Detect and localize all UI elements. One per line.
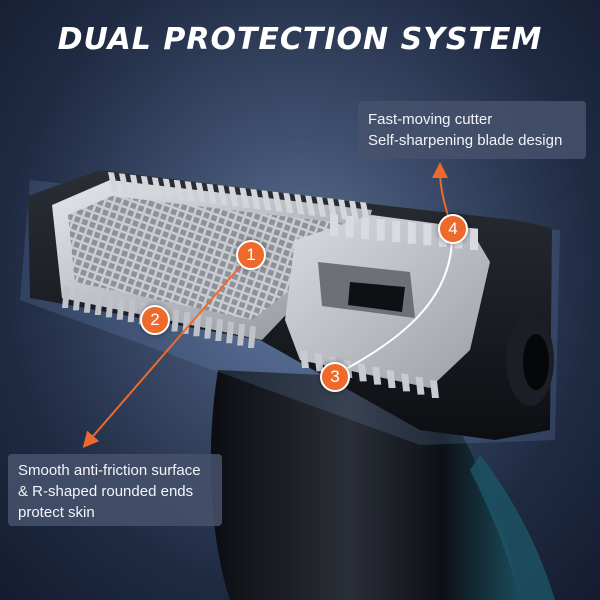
comb-tooth bbox=[162, 178, 173, 199]
comb-tooth bbox=[272, 191, 283, 212]
callout-cutter-line-2: Self-sharpening blade design bbox=[368, 132, 563, 149]
marker-3: 3 bbox=[320, 362, 350, 392]
comb-tooth bbox=[237, 323, 246, 346]
callout-cutter-line-1: Fast-moving cutter bbox=[368, 111, 493, 128]
comb-tooth bbox=[305, 195, 316, 216]
comb-tooth bbox=[226, 321, 235, 344]
comb-tooth bbox=[386, 370, 396, 388]
comb-tooth bbox=[345, 215, 354, 238]
comb-tooth bbox=[206, 183, 217, 204]
comb-tooth bbox=[261, 190, 272, 211]
comb-tooth bbox=[151, 177, 162, 198]
comb-tooth bbox=[327, 198, 338, 219]
comb-tooth bbox=[294, 194, 305, 215]
comb-tooth bbox=[182, 311, 191, 334]
comb-tooth bbox=[215, 318, 224, 341]
comb-tooth bbox=[300, 350, 309, 368]
comb-tooth bbox=[129, 174, 140, 195]
comb-tooth bbox=[140, 175, 151, 196]
comb-tooth bbox=[217, 185, 228, 206]
comb-tooth bbox=[392, 220, 401, 243]
comb-tooth bbox=[173, 179, 184, 200]
comb-tooth bbox=[83, 290, 92, 313]
guard-mesh bbox=[68, 196, 350, 320]
callout-surface-line-1: Smooth anti-friction surface bbox=[18, 462, 201, 479]
guard-top-teeth bbox=[108, 172, 370, 222]
comb-tooth bbox=[407, 221, 416, 244]
comb-tooth bbox=[72, 288, 81, 311]
comb-tooth bbox=[248, 326, 256, 348]
comb-tooth bbox=[314, 353, 324, 372]
comb-tooth bbox=[330, 214, 338, 236]
side-knob-center bbox=[523, 334, 549, 390]
comb-tooth bbox=[108, 172, 118, 192]
comb-tooth bbox=[127, 300, 136, 323]
comb-tooth bbox=[423, 223, 432, 246]
comb-tooth bbox=[116, 297, 125, 320]
connector-3-4 bbox=[334, 229, 454, 376]
marker-1: 1 bbox=[236, 240, 266, 270]
comb-tooth bbox=[118, 173, 129, 194]
comb-tooth bbox=[430, 380, 439, 398]
comb-tooth bbox=[357, 363, 367, 382]
comb-tooth bbox=[372, 366, 382, 385]
comb-tooth bbox=[184, 181, 195, 202]
comb-tooth bbox=[376, 218, 385, 241]
comb-tooth bbox=[415, 376, 425, 395]
handle-accent bbox=[470, 455, 555, 600]
comb-tooth bbox=[338, 199, 349, 220]
callout-surface-line-2: & R-shaped rounded ends bbox=[18, 483, 194, 500]
marker-2: 2 bbox=[140, 305, 170, 335]
callout-cutter: Fast-moving cutter Self-sharpening blade… bbox=[358, 101, 586, 159]
comb-tooth bbox=[171, 309, 180, 332]
comb-tooth bbox=[105, 295, 114, 318]
comb-tooth bbox=[62, 286, 70, 308]
callout-surface-line-3: protect skin bbox=[18, 504, 95, 521]
comb-tooth bbox=[228, 186, 239, 207]
comb-tooth bbox=[250, 188, 261, 209]
comb-tooth bbox=[195, 182, 206, 203]
comb-tooth bbox=[401, 373, 411, 392]
comb-tooth bbox=[361, 217, 370, 240]
marker-4: 4 bbox=[438, 214, 468, 244]
comb-tooth bbox=[316, 196, 327, 217]
comb-tooth bbox=[470, 228, 478, 250]
comb-tooth bbox=[283, 192, 294, 213]
headline: DUAL PROTECTION SYSTEM bbox=[57, 22, 543, 57]
comb-tooth bbox=[193, 314, 202, 337]
comb-tooth bbox=[94, 293, 103, 316]
comb-tooth bbox=[349, 200, 360, 221]
connector-1-2 bbox=[82, 254, 251, 449]
cutter-window bbox=[348, 282, 405, 312]
comb-tooth bbox=[239, 187, 250, 208]
callout-surface: Smooth anti-friction surface & R-shaped … bbox=[8, 454, 222, 526]
comb-tooth bbox=[204, 316, 213, 339]
